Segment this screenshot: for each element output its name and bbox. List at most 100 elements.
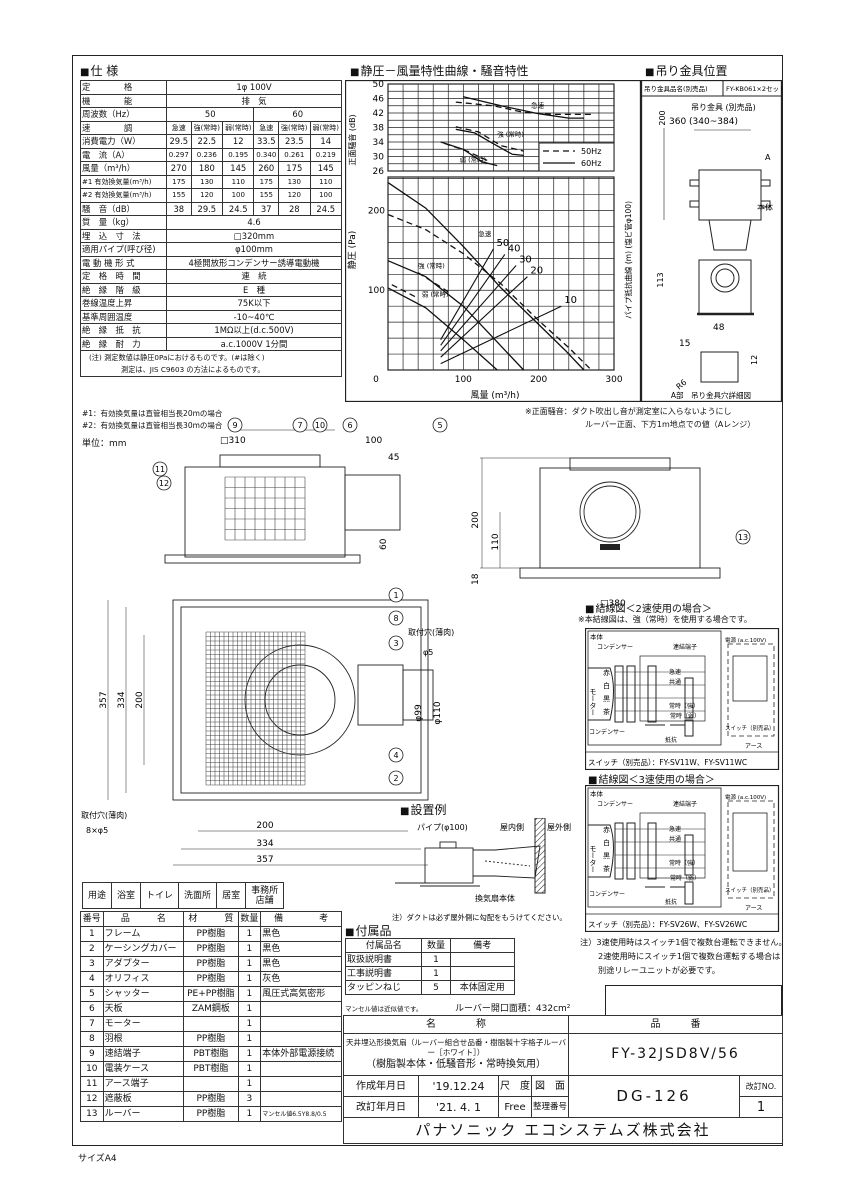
spec-value: 120 [278, 188, 311, 203]
svg-text:113: 113 [656, 272, 665, 287]
parts-cell: 黒色 [260, 956, 342, 972]
pressure-curve [387, 213, 592, 371]
spec-row: 基準周囲温度-10~40℃ [80, 309, 342, 324]
wiring2-title: 結線図＜2速使用の場合＞ [585, 600, 711, 615]
svg-text:φ5: φ5 [423, 648, 433, 657]
wiring-label: 共通 [669, 678, 681, 686]
spec-value: 4.6 [166, 215, 342, 230]
spec-label: 巻線温度上昇 [80, 296, 167, 311]
parts-cell: 1 [237, 1061, 262, 1077]
parts-cell: 10 [80, 1061, 104, 1077]
spec-value: 弱(常時) [309, 120, 342, 135]
parts-header: 品 名 [102, 911, 185, 927]
unit-label: 単位：mm [82, 439, 127, 449]
parts-cell: アース端子 [102, 1076, 185, 1092]
spec-label: 周波数（Hz） [80, 107, 167, 122]
wiring-label: 連結端子 [673, 643, 697, 651]
balloon: 5 [437, 421, 442, 430]
spec-value: 155 [253, 188, 280, 203]
dim-110: 110 [491, 533, 501, 550]
spec-note-1: (注) 測定数値は静圧0Paにおけるものです。(#は除く) [89, 352, 265, 362]
spec-value: 175 [166, 174, 192, 189]
parts-cell: PP樹脂 [183, 1031, 239, 1047]
resistance-curve [440, 254, 506, 346]
spec-value: 100 [309, 188, 342, 203]
wiring-label: コンデンサー [589, 890, 625, 898]
front-view-drawing: 200 110 18 □380 13 [471, 457, 751, 609]
install-title: 設置例 [400, 801, 446, 818]
balloon: 11 [155, 465, 165, 474]
parts-cell: モーター [102, 1016, 185, 1032]
drawing-number: DG-126 [568, 1075, 740, 1118]
spec-value: 24.5 [309, 201, 342, 216]
spec-value: 38 [166, 201, 192, 216]
balloon: 7 [297, 421, 302, 430]
spec-value: 155 [166, 188, 192, 203]
parts-cell: 3 [237, 1091, 262, 1107]
legend-60hz: 60Hz [581, 159, 601, 168]
parts-cell: 1 [237, 1106, 262, 1122]
svg-text:パイプ(φ100): パイプ(φ100) [417, 823, 468, 832]
wiring-label: 黒 [603, 695, 610, 703]
parts-cell: 風圧式高気密形 [260, 986, 342, 1002]
wiring-label: 抵抗 [665, 898, 677, 906]
body-label: 本体 [590, 789, 604, 798]
scale-label: 尺 度 [498, 1075, 532, 1097]
svg-text:換気扇本体: 換気扇本体 [475, 893, 515, 903]
pressure-ytick: 100 [368, 286, 385, 296]
resistance-curve [440, 265, 517, 352]
wiring-label: アース [745, 743, 762, 750]
spec-label: 風量（m³/h） [80, 161, 167, 176]
balloon: 9 [232, 421, 237, 430]
spec-value: 0.261 [278, 147, 311, 162]
wiring-label: 電源 (a.c.100V) [725, 793, 766, 801]
acc-header: 備考 [449, 938, 516, 953]
noise-ylabel: 正面騒音 (dB) [347, 114, 357, 165]
wiring-diagram-2speed: 本体モーター赤白黒茶コンデンサー連結端子急速共通常時（強）常時（弱）コンデンサー… [585, 628, 780, 770]
svg-text:φ110: φ110 [433, 701, 443, 724]
revision-label: 改訂NO. [739, 1075, 783, 1097]
dim-310: □310 [220, 436, 246, 446]
svg-text:357: 357 [256, 855, 273, 865]
hanger-name-value: FY-KB061×2セット [726, 85, 782, 93]
balloon: 3 [393, 639, 398, 648]
product-name-1: 天井埋込形換気扇（ルーバー組合せ品番・樹脂製十字格子ルーバー［ホワイト］） [345, 1037, 567, 1057]
parts-cell: 9 [80, 1046, 104, 1062]
wiring-label: 抵抗 [665, 736, 677, 744]
pressure-curve-label: 強 (常時) [418, 261, 445, 270]
parts-cell: 2 [80, 941, 104, 957]
spec-row: 質 量（kg）4.6 [80, 215, 342, 230]
pressure-curve [387, 182, 585, 371]
parts-cell [260, 1031, 342, 1047]
parts-cell: マンセル値6.5Y8.8/0.5 [260, 1106, 342, 1122]
noise-ytick: 30 [373, 153, 385, 163]
spec-value: 14 [309, 134, 342, 149]
legend-50hz: 50Hz [581, 147, 601, 156]
parts-header: 番号 [80, 911, 104, 927]
spec-row: 機 能排 気 [80, 93, 342, 108]
parts-cell: 羽根 [102, 1031, 185, 1047]
xtick: 0 [373, 375, 379, 385]
parts-cell: 1 [80, 926, 104, 942]
dim-45: 45 [388, 453, 399, 463]
svg-text:A: A [765, 153, 771, 162]
spec-value: □320mm [166, 228, 342, 243]
chart-title: 静圧－風量特性曲線・騒音特性 [350, 62, 528, 79]
noise-curve-label: 強 (常時) [497, 130, 524, 139]
svg-text:200: 200 [658, 110, 667, 125]
spec-label: 埋 込 寸 法 [80, 228, 167, 243]
parts-cell: PBT樹脂 [183, 1046, 239, 1062]
parts-cell [183, 1076, 239, 1092]
spec-value: φ100mm [166, 242, 342, 257]
spec-value: 1φ 100V [166, 80, 342, 95]
